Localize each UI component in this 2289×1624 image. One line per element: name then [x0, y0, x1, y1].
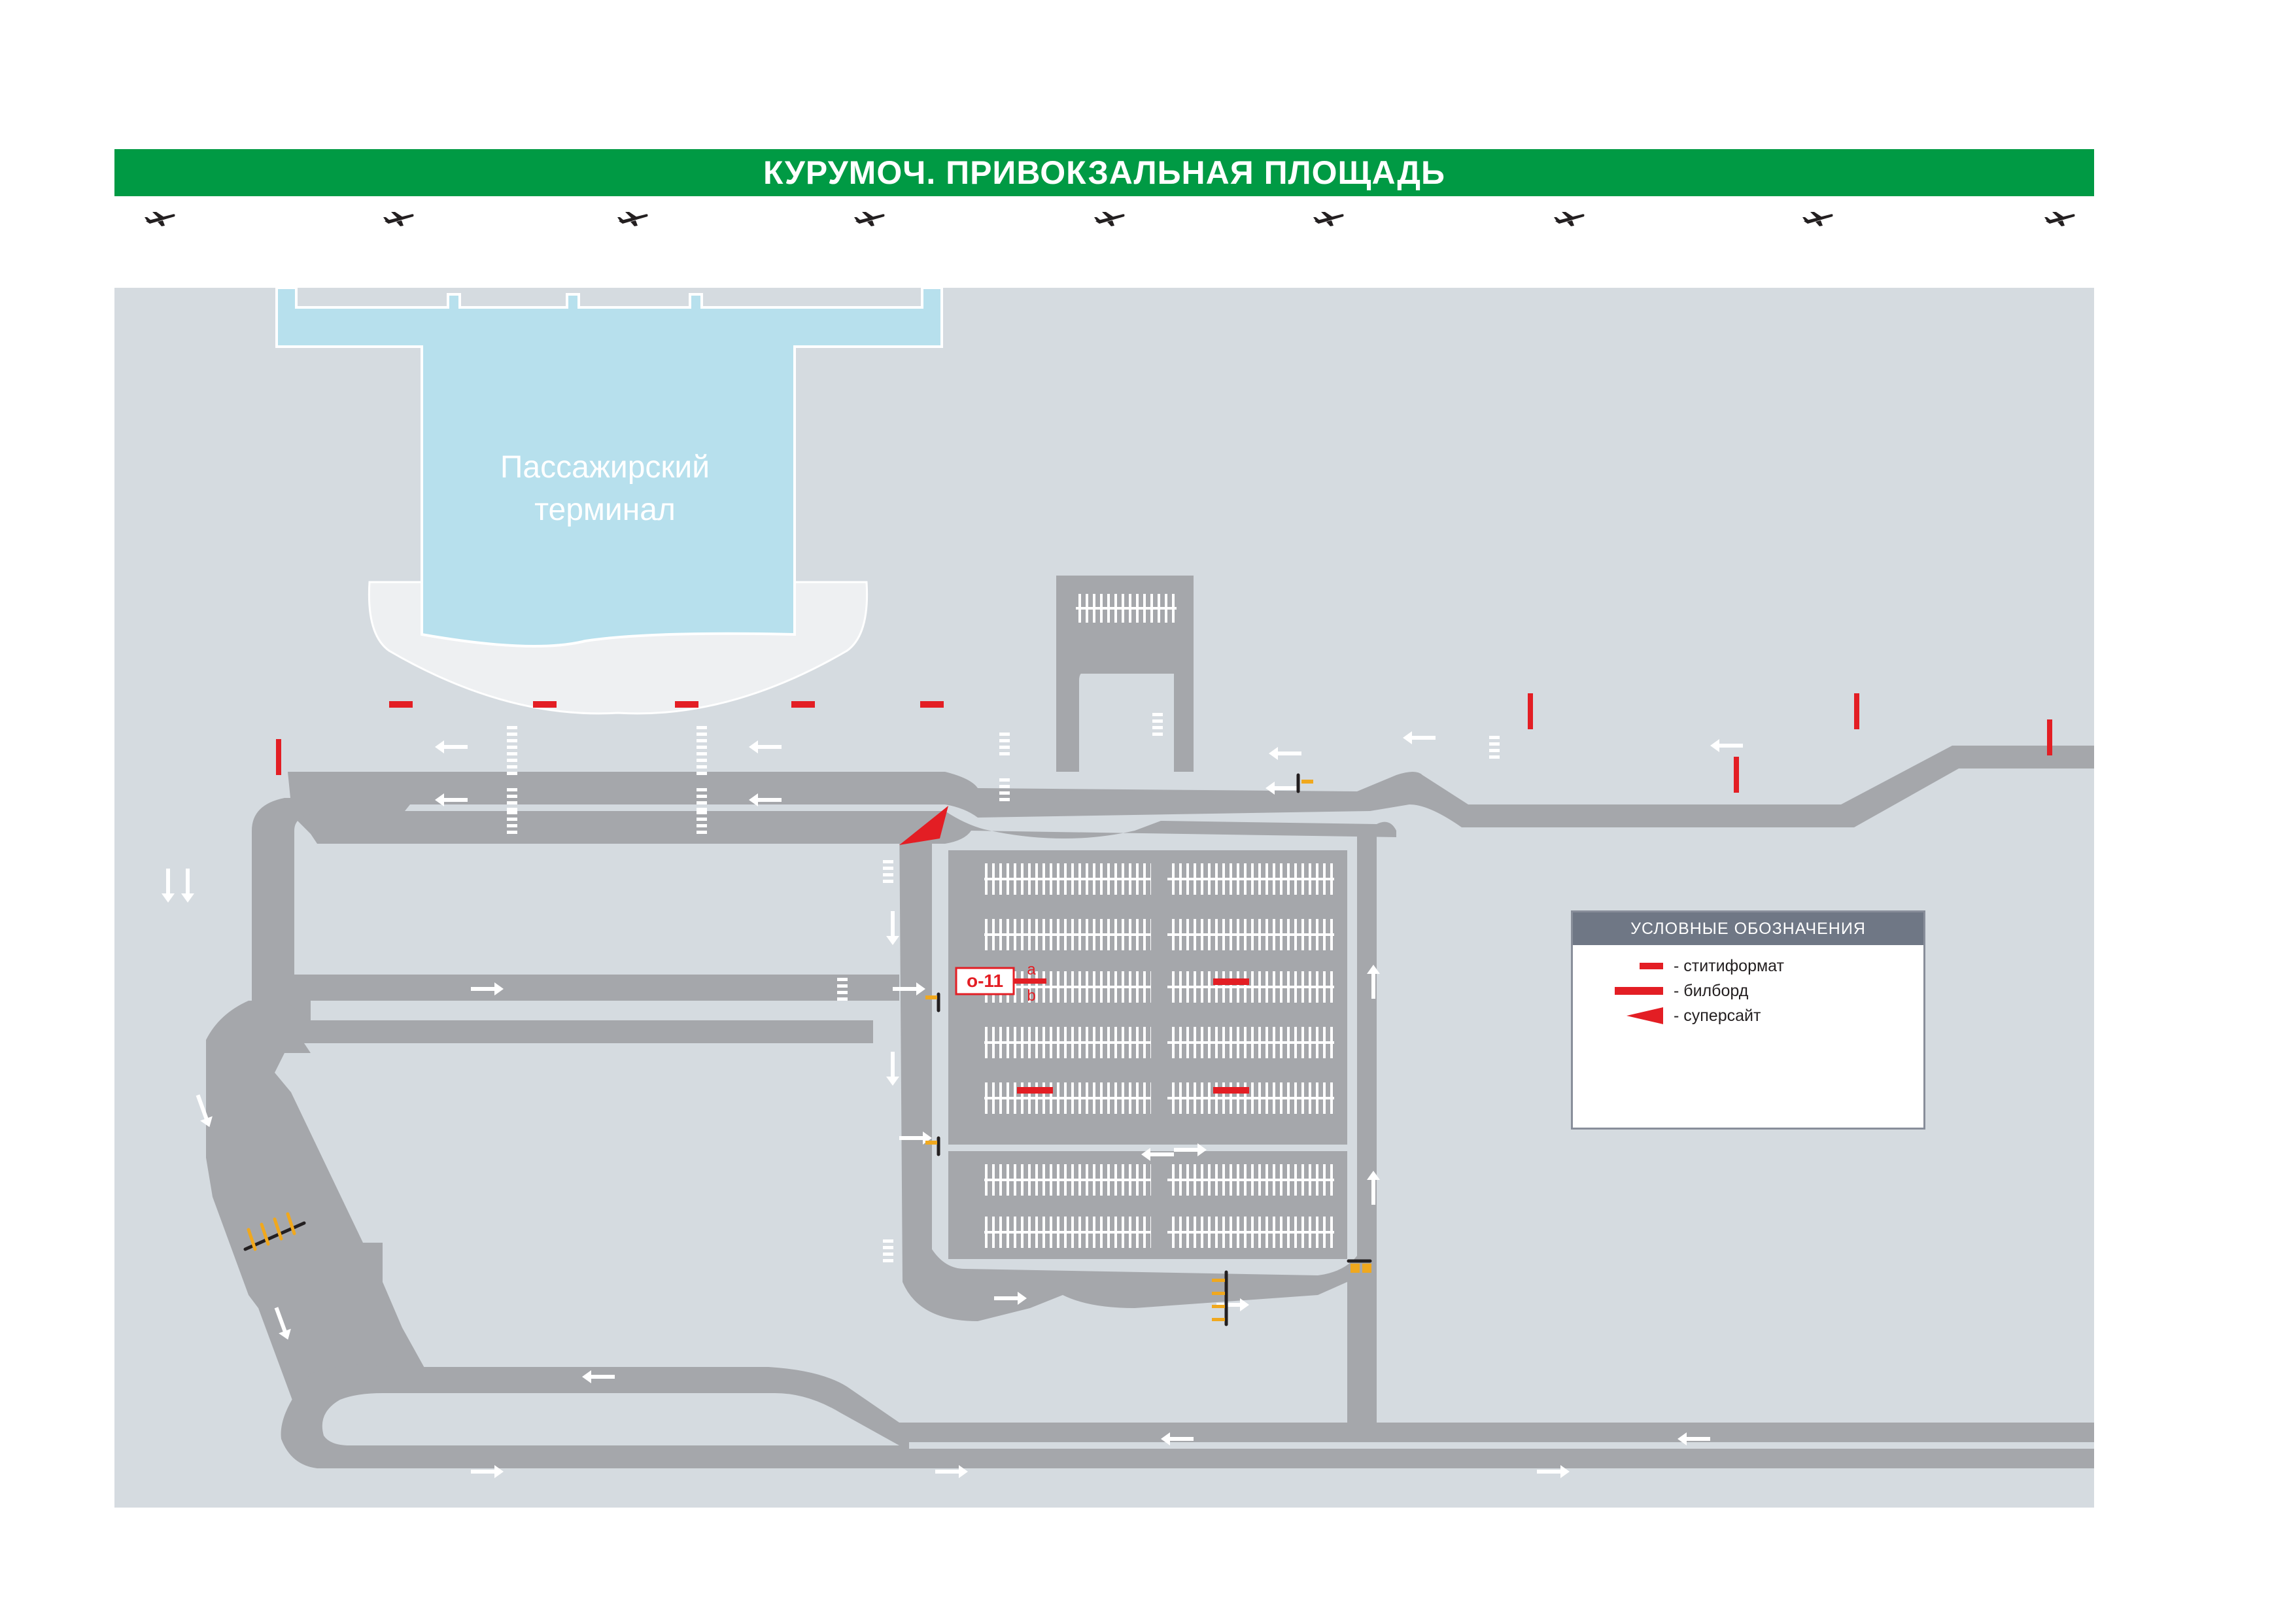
legend-label: - ститиформат: [1674, 956, 1784, 975]
legend-label: - суперсайт: [1674, 1006, 1761, 1025]
billboard-marker: [1014, 978, 1046, 984]
airplane-icon: [145, 212, 175, 226]
parking-map: Пассажирский терминал: [114, 288, 2094, 1508]
red-triangle-icon: [1626, 1007, 1663, 1024]
airplane-icon: [2044, 212, 2075, 226]
barriers: [243, 773, 1372, 1326]
legend-item-supersite: - суперсайт: [1612, 1005, 1761, 1026]
terminal-label-line1: Пассажирский: [500, 450, 710, 485]
legend-title: УСЛОВНЫЕ ОБОЗНАЧЕНИЯ: [1573, 912, 1923, 945]
supersite-marker: [899, 806, 948, 845]
cityformat-marker: [675, 701, 698, 708]
billboard-marker: [1213, 1087, 1249, 1094]
billboard-marker: [2047, 719, 2052, 755]
billboard-marker: [1213, 978, 1249, 985]
terminal-label-line2: терминал: [534, 492, 676, 527]
terminal-building: Пассажирский терминал: [275, 288, 943, 715]
airplane-icon: [383, 212, 414, 226]
billboard-marker: [1528, 693, 1533, 729]
short-red-bar-icon: [1640, 963, 1663, 969]
placement-label-o11: о-11 а b: [955, 961, 1036, 1005]
billboard-marker: [276, 739, 281, 775]
airplane-icon: [617, 212, 648, 226]
airplane-icon: [1802, 212, 1833, 226]
placement-code: о-11: [967, 971, 1003, 991]
airplane-icon: [1094, 212, 1125, 226]
main-parking-lot: [948, 850, 1347, 1259]
airplane-icon-row: [145, 212, 2075, 226]
airplane-icon: [854, 212, 885, 226]
billboard-marker: [1854, 693, 1859, 729]
cityformat-marker: [791, 701, 815, 708]
billboard-marker: [1017, 1087, 1053, 1094]
legend-item-billboard: - билборд: [1612, 980, 1748, 1001]
page-title: КУРУМОЧ. ПРИВОКЗАЛЬНАЯ ПЛОЩАДЬ: [763, 154, 1445, 191]
title-bar: КУРУМОЧ. ПРИВОКЗАЛЬНАЯ ПЛОЩАДЬ: [114, 149, 2094, 196]
placement-side-a: а: [1027, 961, 1036, 978]
billboard-marker: [1734, 757, 1739, 793]
placement-side-b: b: [1027, 987, 1035, 1005]
cityformat-marker: [920, 701, 944, 708]
advertising-structures: [276, 693, 2052, 1094]
cityformat-marker: [389, 701, 413, 708]
long-red-bar-icon: [1615, 987, 1663, 995]
legend-item-cityformat: - ститиформат: [1612, 956, 1784, 976]
legend-box: УСЛОВНЫЕ ОБОЗНАЧЕНИЯ - ститиформат - бил…: [1571, 910, 1925, 1130]
airplane-icon: [1313, 212, 1344, 226]
airplane-icon: [1554, 212, 1585, 226]
cityformat-marker: [533, 701, 557, 708]
legend-label: - билборд: [1674, 981, 1749, 1000]
